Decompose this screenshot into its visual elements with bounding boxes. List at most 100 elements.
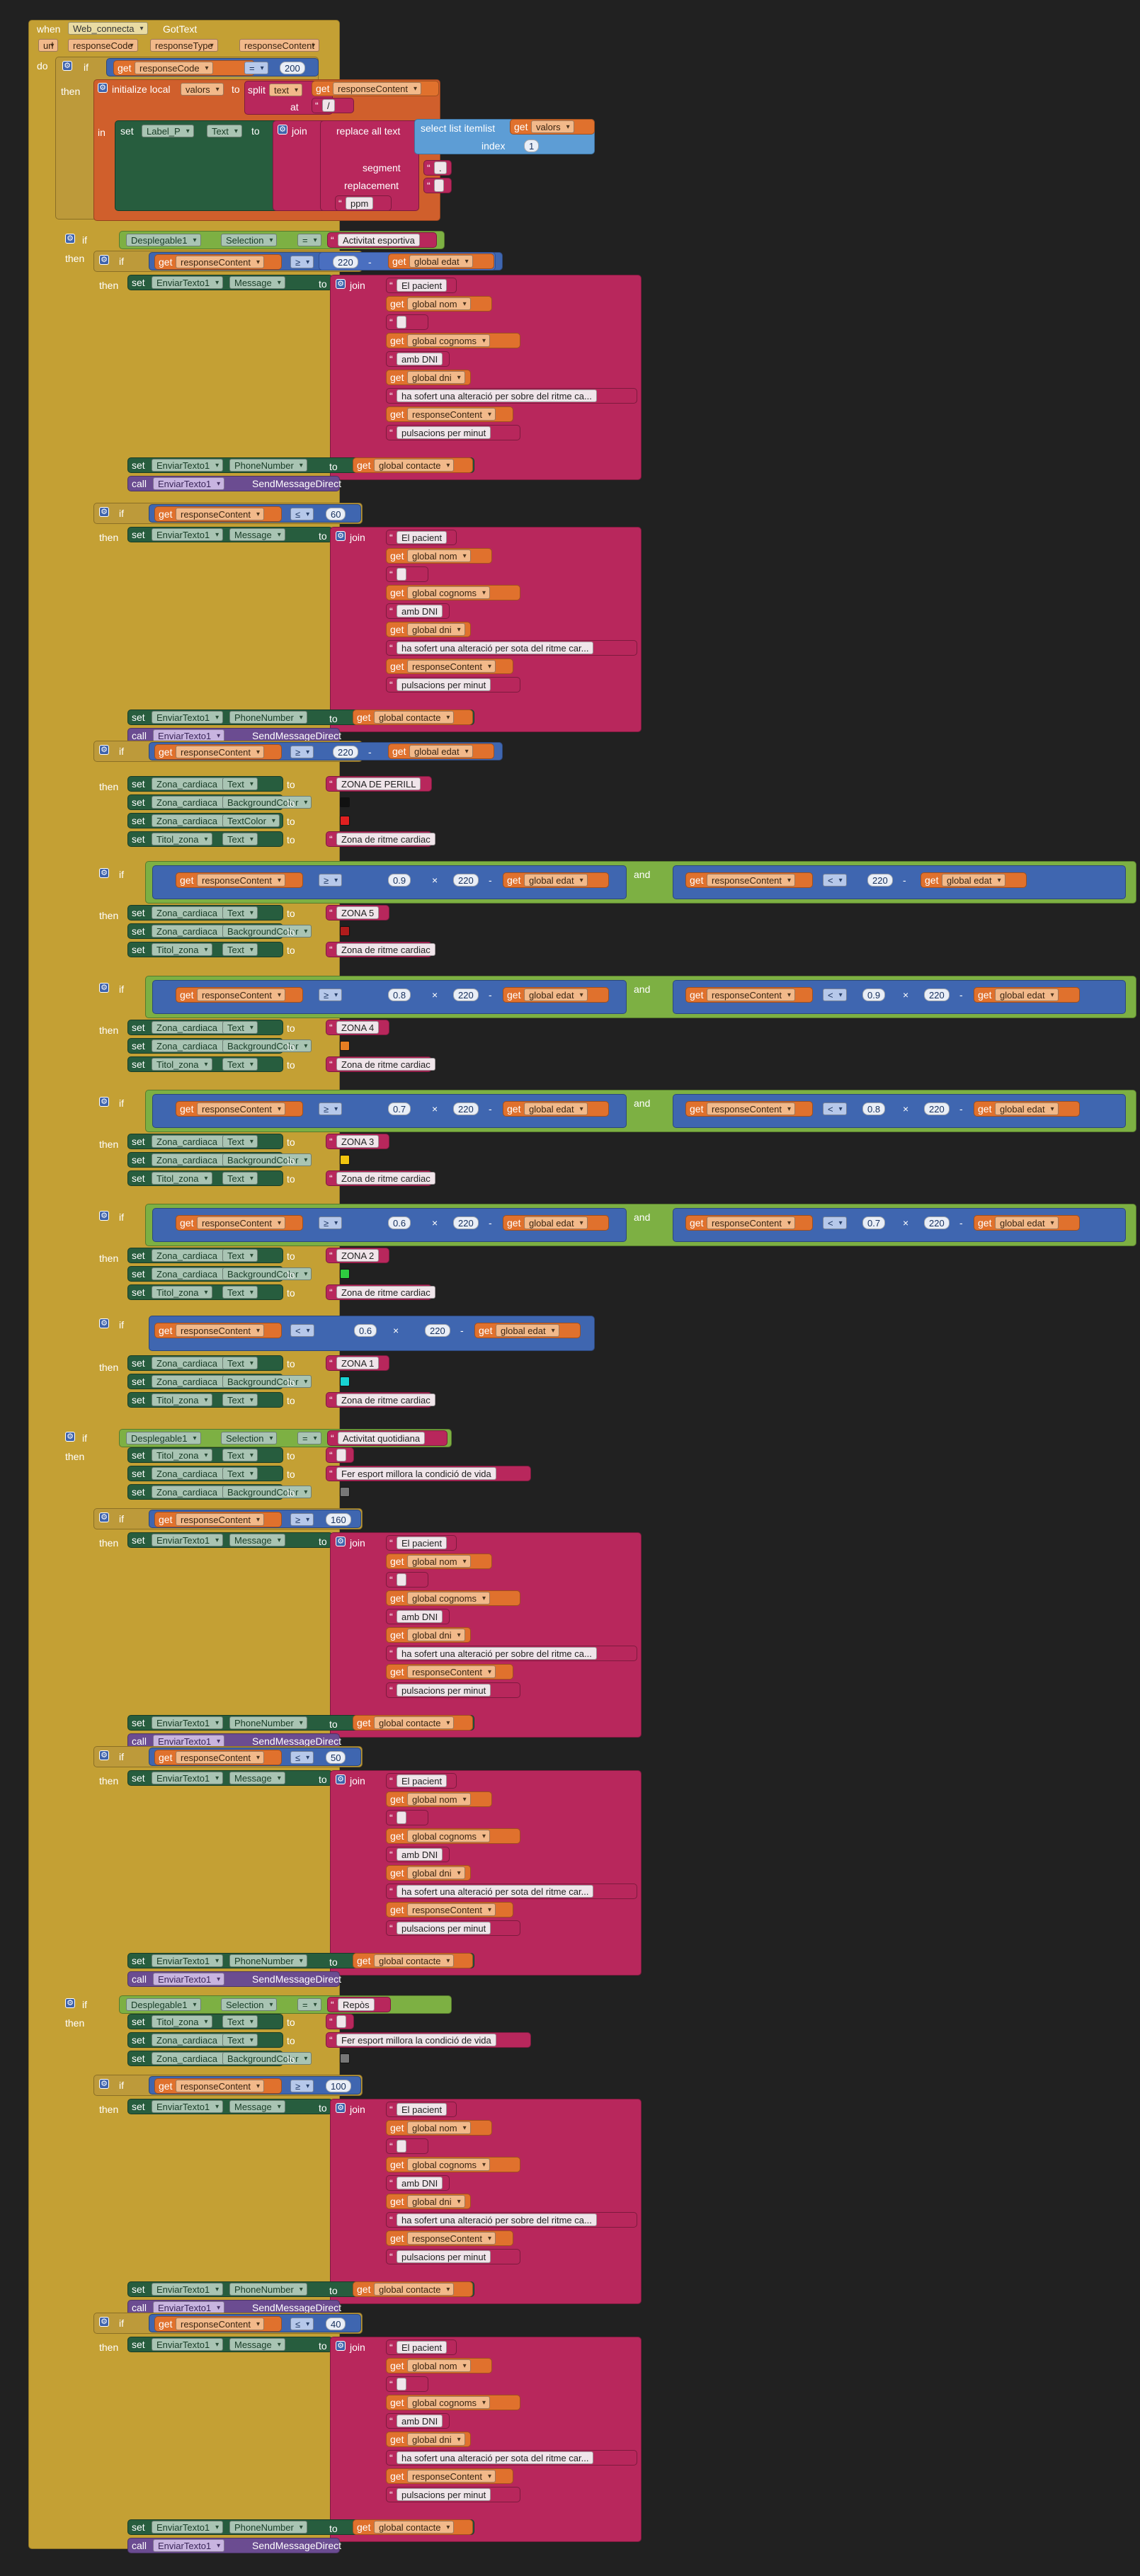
number-field[interactable]: 220 (924, 1102, 950, 1115)
color-swatch[interactable] (340, 926, 350, 936)
text-field[interactable]: Zona de ritme cardiac (336, 943, 435, 956)
variable-dropdown[interactable]: global contacte (374, 1954, 455, 1967)
property-dropdown[interactable]: Text (222, 833, 258, 845)
variable-dropdown[interactable]: responseContent (407, 1665, 496, 1678)
text-field[interactable]: ZONA DE PERILL (336, 777, 421, 790)
text-field[interactable]: / (322, 99, 335, 112)
property-dropdown[interactable]: Text (222, 1449, 258, 1461)
mutator-gear-icon[interactable]: ⚙ (99, 255, 109, 265)
operator-dropdown[interactable]: = (244, 62, 268, 74)
variable-dropdown[interactable]: global edat (524, 1102, 588, 1115)
text-field[interactable]: El pacient (397, 531, 448, 544)
component-dropdown[interactable]: EnviarTexto1 (152, 1954, 224, 1967)
mutator-gear-icon[interactable]: ⚙ (65, 234, 75, 244)
property-dropdown[interactable]: Text (222, 1394, 258, 1406)
property-dropdown[interactable]: BackgroundColor (222, 925, 312, 937)
text-field[interactable]: ZONA 3 (336, 1135, 380, 1148)
component-dropdown[interactable]: EnviarTexto1 (152, 1772, 224, 1784)
text-field[interactable]: pulsacions per minut (397, 1922, 491, 1934)
variable-dropdown[interactable]: global dni (407, 371, 465, 384)
join-block[interactable] (330, 2099, 642, 2304)
variable-dropdown[interactable]: responseContent (197, 874, 286, 887)
property-dropdown[interactable]: Text (222, 1172, 258, 1185)
variable-dropdown[interactable]: global edat (995, 1216, 1059, 1229)
variable-dropdown[interactable]: global edat (409, 745, 473, 758)
variable-dropdown[interactable]: global cognoms (407, 2158, 491, 2171)
text-field[interactable]: ppm (346, 197, 374, 210)
variable-dropdown[interactable]: responseContent (333, 82, 422, 95)
mutator-gear-icon[interactable]: ⚙ (336, 1774, 346, 1784)
property-dropdown[interactable]: Message (229, 528, 285, 541)
variable-dropdown[interactable]: responseContent (197, 988, 286, 1001)
text-field[interactable]: Activitat quotidiana (338, 1432, 426, 1444)
operator-dropdown[interactable]: < (823, 1102, 847, 1115)
component-dropdown[interactable]: EnviarTexto1 (152, 2283, 224, 2296)
operator-dropdown[interactable]: ≥ (290, 1513, 314, 1526)
mutator-gear-icon[interactable]: ⚙ (99, 2079, 109, 2089)
property-dropdown[interactable]: BackgroundColor (222, 1039, 312, 1052)
mutator-gear-icon[interactable]: ⚙ (62, 61, 72, 71)
number-field[interactable]: 200 (280, 62, 305, 74)
mutator-gear-icon[interactable]: ⚙ (99, 868, 109, 878)
component-dropdown[interactable]: Zona_cardiaca (152, 1039, 231, 1052)
text-field[interactable]: Repòs (338, 1998, 375, 2011)
number-field[interactable]: 0.6 (354, 1324, 377, 1337)
text-field[interactable]: amb DNI (397, 2415, 443, 2427)
number-field[interactable]: 220 (333, 746, 358, 758)
number-field[interactable]: 160 (326, 1513, 351, 1526)
operator-dropdown[interactable]: ≥ (290, 256, 314, 268)
property-dropdown[interactable]: Text (222, 1135, 258, 1148)
component-dropdown[interactable]: Zona_cardiaca (152, 1267, 231, 1280)
variable-dropdown[interactable]: valors (531, 120, 574, 133)
text-field[interactable]: Zona de ritme cardiac (336, 1172, 435, 1185)
variable-dropdown[interactable]: global edat (995, 988, 1059, 1001)
operator-dropdown[interactable]: ≥ (290, 2080, 314, 2092)
variable-dropdown[interactable]: responseContent (707, 874, 796, 887)
number-field[interactable]: 0.9 (388, 874, 411, 887)
property-dropdown[interactable]: PhoneNumber (229, 1716, 307, 1729)
param-responseContent[interactable]: responseContent (239, 39, 320, 52)
property-dropdown[interactable]: PhoneNumber (229, 2521, 307, 2534)
text-field[interactable]: El pacient (397, 2103, 448, 2116)
operator-dropdown[interactable]: ≥ (290, 746, 314, 758)
text-field[interactable]: amb DNI (397, 605, 443, 617)
number-field[interactable]: 220 (924, 1216, 950, 1229)
property-dropdown[interactable]: Text (222, 2034, 258, 2046)
property-dropdown[interactable]: Message (229, 1534, 285, 1546)
property-dropdown[interactable]: PhoneNumber (229, 711, 307, 724)
text-field[interactable]: El pacient (397, 1774, 448, 1787)
mutator-gear-icon[interactable]: ⚙ (99, 983, 109, 993)
property-dropdown[interactable]: Text (222, 943, 258, 956)
text-field[interactable]: pulsacions per minut (397, 2488, 491, 2501)
text-field[interactable]: ha sofert una alteració per sobre del ri… (397, 1647, 597, 1660)
operator-dropdown[interactable]: ≥ (319, 1102, 343, 1115)
text-field[interactable]: Activitat esportiva (338, 234, 420, 246)
property-dropdown[interactable]: BackgroundColor (222, 1153, 312, 1166)
mutator-gear-icon[interactable]: ⚙ (99, 1211, 109, 1221)
component-dropdown[interactable]: EnviarTexto1 (153, 477, 225, 490)
text-field[interactable]: Zona de ritme cardiac (336, 833, 435, 845)
mutator-gear-icon[interactable]: ⚙ (98, 83, 108, 93)
text-field[interactable]: Zona de ritme cardiac (336, 1286, 435, 1299)
component-dropdown[interactable]: Zona_cardiaca (152, 1486, 231, 1498)
operator-dropdown[interactable]: ≤ (290, 508, 314, 520)
variable-dropdown[interactable]: responseContent (176, 256, 265, 268)
component-dropdown[interactable]: EnviarTexto1 (153, 1735, 225, 1748)
text-field[interactable]: El pacient (397, 1537, 448, 1549)
component-dropdown[interactable]: Web_connecta (68, 22, 148, 35)
number-field[interactable]: 1 (524, 139, 540, 152)
operator-dropdown[interactable]: ≥ (319, 874, 343, 887)
component-dropdown[interactable]: EnviarTexto1 (153, 729, 225, 742)
component-dropdown[interactable]: Zona_cardiaca (152, 1375, 231, 1388)
text-field[interactable]: ZONA 5 (336, 906, 380, 919)
variable-dropdown[interactable]: responseContent (407, 2470, 496, 2483)
text-field[interactable] (397, 1811, 406, 1824)
component-dropdown[interactable]: EnviarTexto1 (152, 276, 224, 289)
component-dropdown[interactable]: EnviarTexto1 (152, 459, 224, 472)
property-dropdown[interactable]: Text (222, 1286, 258, 1299)
variable-dropdown[interactable]: responseContent (407, 1903, 496, 1916)
color-swatch[interactable] (340, 1041, 350, 1051)
property-dropdown[interactable]: PhoneNumber (229, 2283, 307, 2296)
operator-dropdown[interactable]: ≤ (290, 1751, 314, 1764)
variable-dropdown[interactable]: global cognoms (407, 334, 491, 347)
